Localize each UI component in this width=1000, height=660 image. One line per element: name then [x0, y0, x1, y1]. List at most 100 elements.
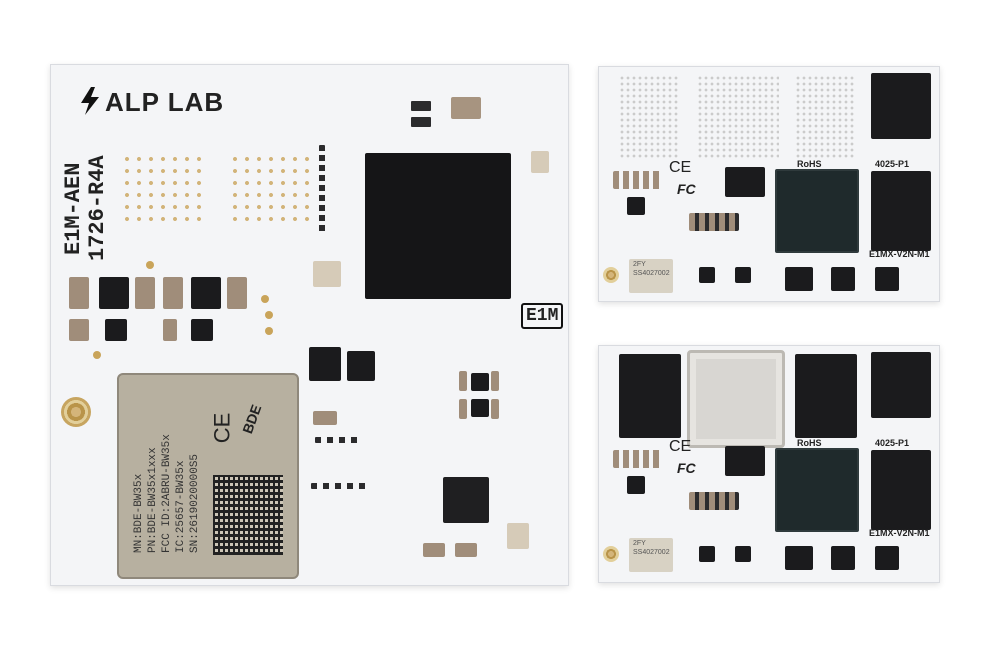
capacitor: [69, 277, 89, 309]
capacitor-cluster: [689, 492, 739, 510]
small-chip: [699, 267, 715, 283]
rohs-label: RoHS: [797, 438, 822, 448]
test-pad: [146, 261, 154, 269]
rohs-label: RoHS: [797, 159, 822, 169]
capacitor: [227, 277, 247, 309]
ce-mark: CE: [669, 438, 692, 455]
antenna-connector: [603, 546, 619, 562]
power-ic: [105, 319, 127, 341]
small-ic: [471, 399, 489, 417]
mosfet: [309, 347, 341, 381]
test-pad: [261, 295, 269, 303]
module-text-2: SS4027002: [633, 270, 670, 277]
memory-chip: [619, 354, 681, 438]
resistor-array: [411, 101, 431, 111]
fcc-mark: FC: [677, 181, 696, 197]
small-chip: [785, 267, 813, 291]
bga-pad-field: [697, 75, 779, 159]
crystal: [507, 523, 529, 549]
fcc-mark: FC: [677, 460, 696, 476]
part-label: 4025-P1: [875, 159, 910, 169]
power-ic: [191, 277, 221, 309]
memory-chip: [871, 450, 931, 530]
small-chip: [875, 546, 899, 570]
small-chip: [725, 167, 765, 197]
qfn-chip: [443, 477, 489, 523]
main-soc-chip: [365, 153, 511, 299]
module: [629, 259, 673, 293]
datamatrix-code: [213, 475, 283, 555]
module-text-1: 2FY: [633, 261, 646, 268]
module-text-2: SS4027002: [633, 549, 670, 556]
bga-pad-field: [795, 75, 855, 159]
model-label: E1MX-V2N-M1: [869, 249, 930, 259]
memory-chip: [795, 354, 857, 438]
ce-mark: CE: [209, 412, 235, 444]
part-label: 4025-P1: [875, 438, 910, 448]
capacitor: [135, 277, 155, 309]
heatsink-lid: [687, 350, 785, 448]
bga-pad-field-right: [229, 153, 309, 223]
soc-chip: [775, 448, 859, 532]
ce-mark: CE: [669, 159, 692, 176]
capacitor: [163, 319, 177, 341]
small-chip: [735, 267, 751, 283]
capacitor: [163, 277, 183, 309]
small-chip: [699, 546, 715, 562]
power-ic: [99, 277, 129, 309]
inductor: [451, 97, 481, 119]
e1m-badge: E1M: [521, 303, 564, 329]
top-board: 2FY SS4027002 CE FC RoHS 4025-P1 E1MX-V2…: [598, 66, 940, 302]
test-pad: [265, 327, 273, 335]
small-chip: [831, 546, 855, 570]
passive-row: [315, 437, 363, 443]
capacitor: [459, 399, 467, 419]
module-label-4: IC:25657-BW35x: [175, 460, 187, 553]
bottom-board: 2FY SS4027002 CE FC RoHS 4025-P1 E1MX-V2…: [598, 345, 940, 583]
maker-logo: BDE: [239, 402, 265, 436]
small-chip: [785, 546, 813, 570]
model-line-1: E1M-AEN: [61, 162, 86, 255]
small-chip: [627, 197, 645, 215]
memory-chip: [871, 171, 931, 251]
capacitor-cluster: [613, 450, 663, 468]
module-label-3: FCC ID:2ABRU-BW35x: [161, 434, 173, 553]
capacitor: [491, 399, 499, 419]
small-chip: [725, 446, 765, 476]
small-chip: [875, 267, 899, 291]
crystal: [531, 151, 549, 173]
capacitor-cluster: [689, 213, 739, 231]
brand-logo-text: ALP LAB: [105, 87, 225, 117]
antenna-connector: [603, 267, 619, 283]
module-text-1: 2FY: [633, 540, 646, 547]
small-ic: [471, 373, 489, 391]
model-label: E1MX-V2N-M1: [869, 528, 930, 538]
memory-chip: [871, 73, 931, 139]
module-label-1: MN:BDE-BW35x: [133, 473, 145, 553]
small-chip: [735, 546, 751, 562]
capacitor: [423, 543, 445, 557]
soc-chip: [775, 169, 859, 253]
bga-pad-field-left: [121, 153, 201, 223]
model-line-2: 1726-R4A: [85, 155, 110, 261]
capacitor: [455, 543, 477, 557]
passive-row: [311, 483, 371, 489]
capacitor: [459, 371, 467, 391]
test-pad: [265, 311, 273, 319]
small-chip: [831, 267, 855, 291]
antenna-connector: [61, 397, 91, 427]
capacitor: [491, 371, 499, 391]
power-ic: [191, 319, 213, 341]
test-pad: [93, 351, 101, 359]
module: [629, 538, 673, 572]
capacitor: [69, 319, 89, 341]
mosfet: [347, 351, 375, 381]
memory-chip: [871, 352, 931, 418]
crystal: [313, 261, 341, 287]
wifi-module: CE BDE MN:BDE-BW35x PN:BDE-BW35x1xxx FCC…: [117, 373, 299, 579]
passive-column: [319, 145, 325, 235]
module-label-2: PN:BDE-BW35x1xxx: [147, 447, 159, 553]
resistor-array: [411, 117, 431, 127]
capacitor: [313, 411, 337, 425]
